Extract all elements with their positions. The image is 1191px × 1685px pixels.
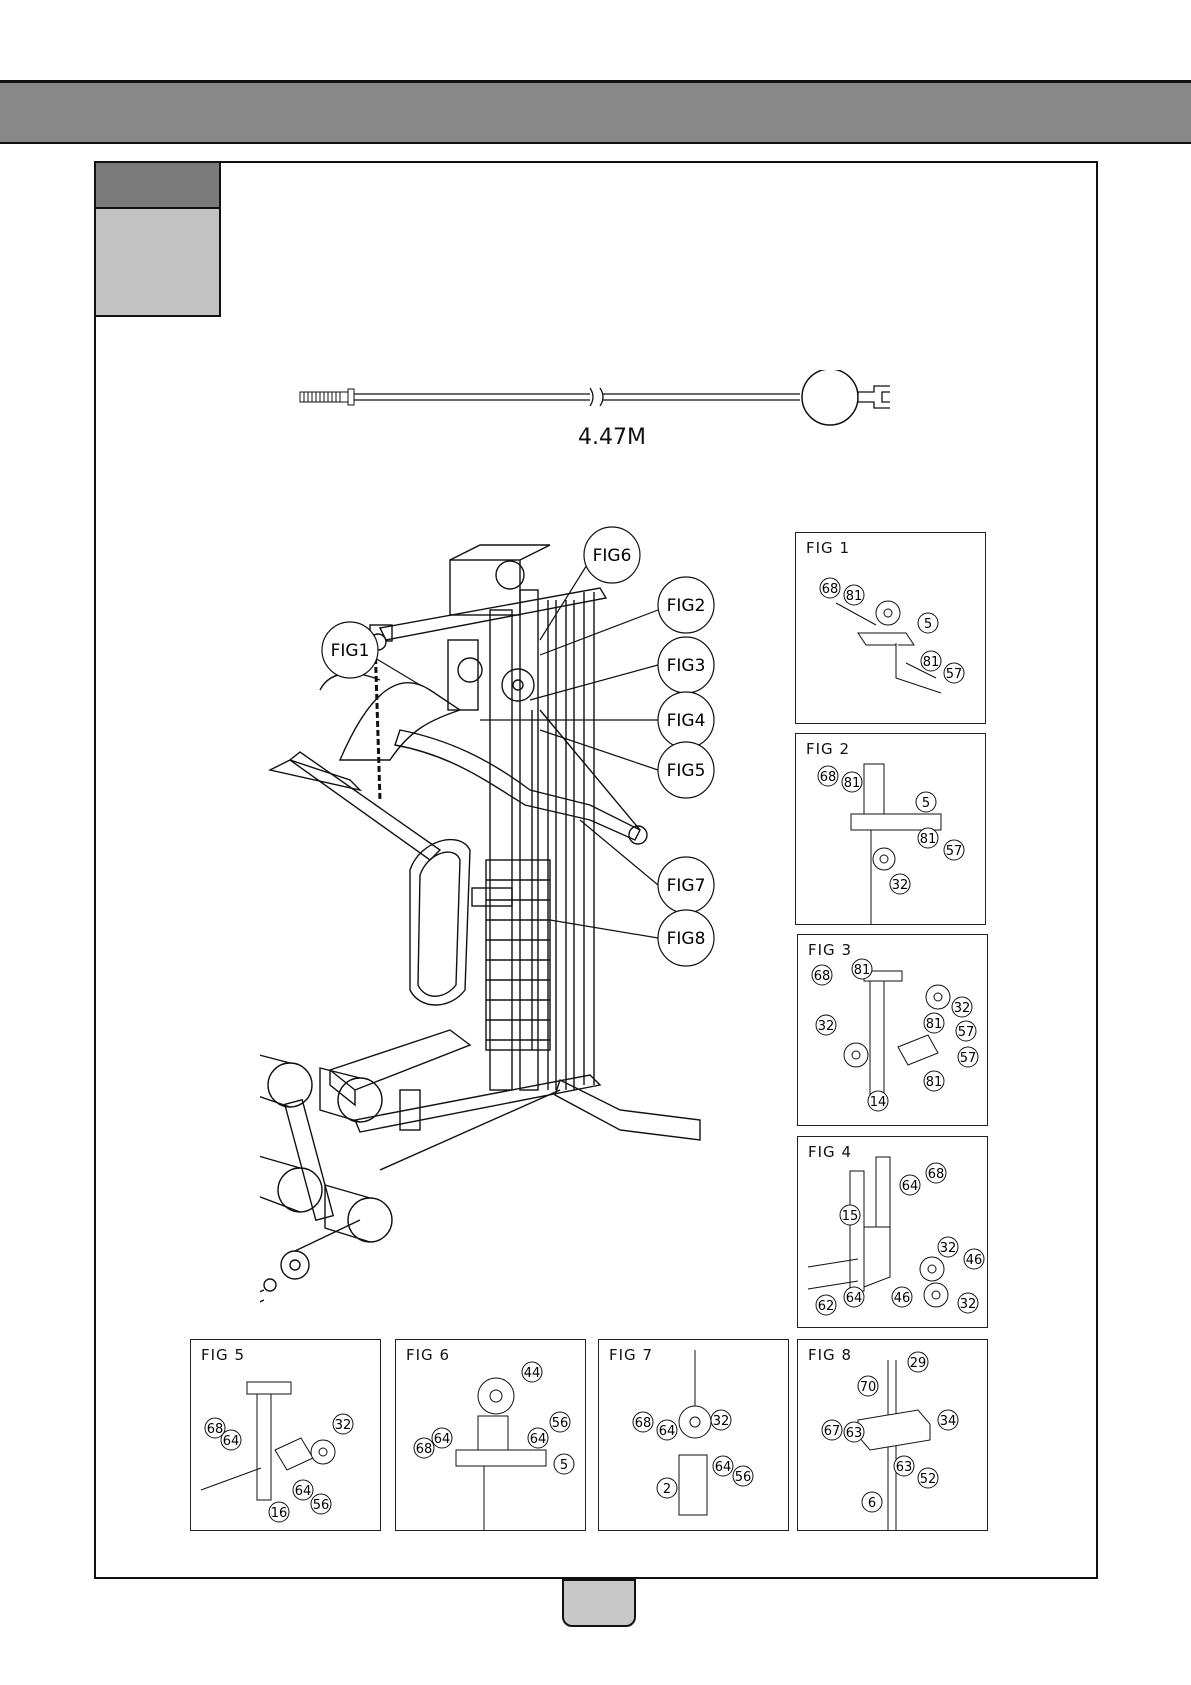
part-number: 52 bbox=[920, 1472, 937, 1487]
fig6-panel: FIG 6 44 68 64 56 64 5 bbox=[395, 1339, 586, 1531]
part-number: 6 bbox=[868, 1496, 876, 1511]
part-number: 81 bbox=[920, 832, 937, 847]
part-number: 32 bbox=[940, 1241, 957, 1256]
part-number: 5 bbox=[560, 1458, 568, 1473]
part-number: 32 bbox=[335, 1418, 352, 1433]
part-number: 32 bbox=[954, 1001, 971, 1016]
callout-label: FIG2 bbox=[667, 596, 706, 616]
callout-label: FIG4 bbox=[667, 711, 706, 731]
part-number: 81 bbox=[854, 963, 871, 978]
part-number: 62 bbox=[818, 1299, 835, 1314]
part-number: 32 bbox=[892, 878, 909, 893]
part-number: 63 bbox=[896, 1460, 913, 1475]
part-number: 68 bbox=[207, 1422, 224, 1437]
part-number: 57 bbox=[958, 1025, 975, 1040]
part-number: 34 bbox=[940, 1414, 957, 1429]
callout-label: FIG1 bbox=[331, 641, 370, 661]
part-number: 81 bbox=[923, 655, 940, 670]
callout-label: FIG7 bbox=[667, 876, 706, 896]
part-number: 68 bbox=[820, 770, 837, 785]
part-number: 32 bbox=[713, 1414, 730, 1429]
callout-label: FIG6 bbox=[593, 546, 632, 566]
part-number: 64 bbox=[295, 1484, 312, 1499]
fig1-panel: FIG 1 68 81 5 81 57 bbox=[795, 532, 986, 724]
part-number: 32 bbox=[960, 1297, 977, 1312]
part-number: 81 bbox=[844, 776, 861, 791]
part-number: 67 bbox=[824, 1424, 841, 1439]
callout-label: FIG3 bbox=[667, 656, 706, 676]
part-number: 63 bbox=[846, 1426, 863, 1441]
part-number: 81 bbox=[926, 1075, 943, 1090]
part-number: 2 bbox=[663, 1482, 671, 1497]
part-number: 5 bbox=[924, 617, 932, 632]
part-number: 64 bbox=[223, 1434, 240, 1449]
part-number: 57 bbox=[946, 844, 963, 859]
fig4-panel: FIG 4 15 64 68 32 46 46 32 62 64 bbox=[797, 1136, 988, 1328]
part-number: 68 bbox=[928, 1167, 945, 1182]
callout-label: FIG8 bbox=[667, 929, 706, 949]
fig8-panel: FIG 8 29 70 67 63 34 63 52 6 bbox=[797, 1339, 988, 1531]
fig2-panel: FIG 2 68 81 5 81 57 32 bbox=[795, 733, 986, 925]
part-number: 68 bbox=[822, 582, 839, 597]
part-number: 64 bbox=[530, 1432, 547, 1447]
part-number: 15 bbox=[842, 1209, 859, 1224]
part-number: 44 bbox=[524, 1366, 541, 1381]
fig3-panel: FIG 3 68 81 32 81 57 57 81 14 32 bbox=[797, 934, 988, 1126]
part-number: 68 bbox=[814, 969, 831, 984]
part-number: 64 bbox=[846, 1291, 863, 1306]
part-number: 57 bbox=[960, 1051, 977, 1066]
page-number-box bbox=[562, 1579, 636, 1627]
part-number: 68 bbox=[635, 1416, 652, 1431]
part-number: 81 bbox=[846, 589, 863, 604]
part-number: 32 bbox=[818, 1019, 835, 1034]
part-number: 64 bbox=[659, 1424, 676, 1439]
part-number: 64 bbox=[902, 1179, 919, 1194]
part-number: 56 bbox=[552, 1416, 569, 1431]
part-number: 5 bbox=[922, 796, 930, 811]
part-number: 70 bbox=[860, 1380, 877, 1395]
part-number: 46 bbox=[894, 1291, 911, 1306]
fig7-panel: FIG 7 68 64 32 2 64 56 bbox=[598, 1339, 789, 1531]
part-number: 16 bbox=[271, 1506, 288, 1521]
part-number: 56 bbox=[735, 1470, 752, 1485]
part-number: 81 bbox=[926, 1017, 943, 1032]
fig5-panel: FIG 5 68 64 32 64 56 16 bbox=[190, 1339, 381, 1531]
part-number: 64 bbox=[715, 1460, 732, 1475]
part-number: 46 bbox=[966, 1253, 983, 1268]
part-number: 56 bbox=[313, 1498, 330, 1513]
part-number: 57 bbox=[946, 667, 963, 682]
part-number: 29 bbox=[910, 1356, 927, 1371]
part-number: 14 bbox=[870, 1095, 887, 1110]
part-number: 64 bbox=[434, 1432, 451, 1447]
part-number: 68 bbox=[416, 1442, 433, 1457]
callout-label: FIG5 bbox=[667, 761, 706, 781]
